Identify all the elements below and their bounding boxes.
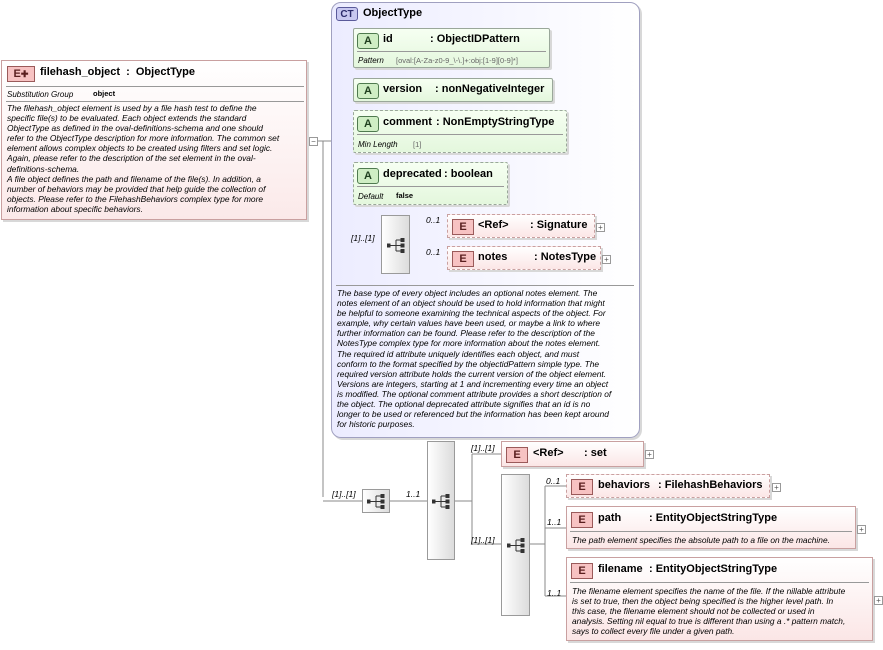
facet-value: [oval:[A-Za-z0-9_\-\.]+:obj:[1-9][0-9]*] xyxy=(396,56,518,65)
attribute-name: version xyxy=(383,83,423,95)
attribute-name: comment xyxy=(383,116,432,128)
element-multiplicity: 1..1 xyxy=(547,588,562,598)
choice-compositor-icon xyxy=(432,494,450,509)
facet-value: false xyxy=(396,191,414,200)
outer-sequence-multiplicity: [1]..[1] xyxy=(332,489,356,499)
child-multiplicity: 0..1 xyxy=(426,215,441,225)
sequence-multiplicity: [1]..[1] xyxy=(351,233,375,243)
element-notes[interactable]: E notes : NotesType xyxy=(447,246,601,270)
sequence-compositor-icon xyxy=(387,238,405,253)
element-name: notes xyxy=(478,251,508,263)
outer-sequence-compositor[interactable] xyxy=(362,489,390,513)
separator xyxy=(336,285,634,286)
attribute-type: : nonNegativeInteger xyxy=(435,83,545,95)
element-type: : EntityObjectStringType xyxy=(649,512,778,524)
element-name: filename xyxy=(598,563,643,575)
plus-icon[interactable]: + xyxy=(772,483,781,492)
complex-type-name: ObjectType xyxy=(363,7,423,19)
element-type: : set xyxy=(584,447,607,459)
attribute-icon: A xyxy=(357,168,379,184)
plus-icon[interactable]: + xyxy=(602,255,611,264)
choice-compositor[interactable] xyxy=(427,441,455,560)
facet-value: [1] xyxy=(413,140,422,149)
sequence-compositor-icon xyxy=(367,494,385,509)
complex-type-documentation: The base type of every object includes a… xyxy=(337,288,612,430)
element-documentation: The path element specifies the absolute … xyxy=(572,535,830,545)
element-icon: E xyxy=(571,479,593,495)
attribute-version[interactable]: A version : nonNegativeInteger xyxy=(353,78,553,102)
element-icon: E xyxy=(506,447,528,463)
facet-label: Min Length xyxy=(358,140,398,149)
attribute-name: deprecated xyxy=(383,168,442,180)
root-element-type: ObjectType xyxy=(135,66,195,78)
plus-icon[interactable]: + xyxy=(857,525,866,534)
element-path[interactable]: E path : EntityObjectStringType The path… xyxy=(566,506,856,549)
element-behaviors[interactable]: E behaviors : FilehashBehaviors xyxy=(566,474,770,498)
root-element-box[interactable]: E✚ filehash_object : ObjectType Substitu… xyxy=(1,60,307,220)
plus-icon[interactable]: + xyxy=(596,223,605,232)
element-type: : Signature xyxy=(530,219,588,231)
element-name: <Ref> xyxy=(533,447,564,459)
attribute-name: id xyxy=(383,33,393,45)
complex-type-badge: CT xyxy=(336,7,358,21)
element-multiplicity: 0..1 xyxy=(546,476,561,486)
separator xyxy=(357,186,504,187)
separator xyxy=(6,86,304,87)
inner-sequence-compositor[interactable] xyxy=(501,474,530,616)
type-separator: : xyxy=(126,66,130,78)
element-ref-signature[interactable]: E <Ref> : Signature xyxy=(447,214,595,238)
element-multiplicity: 1..1 xyxy=(547,517,562,527)
facet-label: Pattern xyxy=(358,56,384,65)
element-name: path xyxy=(598,512,622,524)
attribute-type: : boolean xyxy=(444,168,493,180)
attribute-deprecated[interactable]: A deprecated : boolean Default false xyxy=(353,162,508,205)
element-icon: E xyxy=(571,512,593,528)
separator xyxy=(570,582,869,583)
element-type: : FilehashBehaviors xyxy=(658,479,763,491)
attribute-icon: A xyxy=(357,116,379,132)
choice-multiplicity: 1..1 xyxy=(406,489,421,499)
attribute-type: : ObjectIDPattern xyxy=(430,33,520,45)
plus-icon[interactable]: + xyxy=(645,450,654,459)
attribute-icon: A xyxy=(357,33,379,49)
element-icon: E xyxy=(452,251,474,267)
element-icon: E xyxy=(571,563,593,579)
plus-icon[interactable]: + xyxy=(874,596,883,605)
element-ref-set[interactable]: E <Ref> : set xyxy=(501,441,644,467)
element-plus-icon: E✚ xyxy=(7,66,35,82)
sequence-compositor-icon xyxy=(507,538,525,553)
substitution-group-label: Substitution Group xyxy=(7,90,74,99)
root-element-name: filehash_object xyxy=(40,66,121,78)
element-type: : NotesType xyxy=(534,251,597,263)
sequence-multiplicity: [1]..[1] xyxy=(471,535,495,545)
facet-label: Default xyxy=(358,192,384,201)
substitution-group-value: object xyxy=(93,89,116,98)
element-icon: E xyxy=(452,219,474,235)
set-multiplicity: [1]..[1] xyxy=(471,443,495,453)
attribute-icon: A xyxy=(357,83,379,99)
element-filename[interactable]: E filename : EntityObjectStringType The … xyxy=(566,557,873,641)
separator xyxy=(6,101,304,102)
separator xyxy=(357,51,546,52)
sequence-compositor[interactable] xyxy=(381,215,410,274)
attribute-id[interactable]: A id : ObjectIDPattern Pattern [oval:[A-… xyxy=(353,28,550,68)
attribute-type: : NonEmptyStringType xyxy=(436,116,555,128)
attribute-comment[interactable]: A comment : NonEmptyStringType Min Lengt… xyxy=(353,110,567,153)
root-documentation: The filehash_object element is used by a… xyxy=(7,103,280,214)
element-name: <Ref> xyxy=(478,219,509,231)
element-type: : EntityObjectStringType xyxy=(649,563,778,575)
collapse-icon[interactable]: − xyxy=(309,137,318,146)
separator xyxy=(357,134,563,135)
element-documentation: The filename element specifies the name … xyxy=(572,586,846,637)
separator xyxy=(570,531,852,532)
child-multiplicity: 0..1 xyxy=(426,247,441,257)
element-name: behaviors xyxy=(598,479,650,491)
